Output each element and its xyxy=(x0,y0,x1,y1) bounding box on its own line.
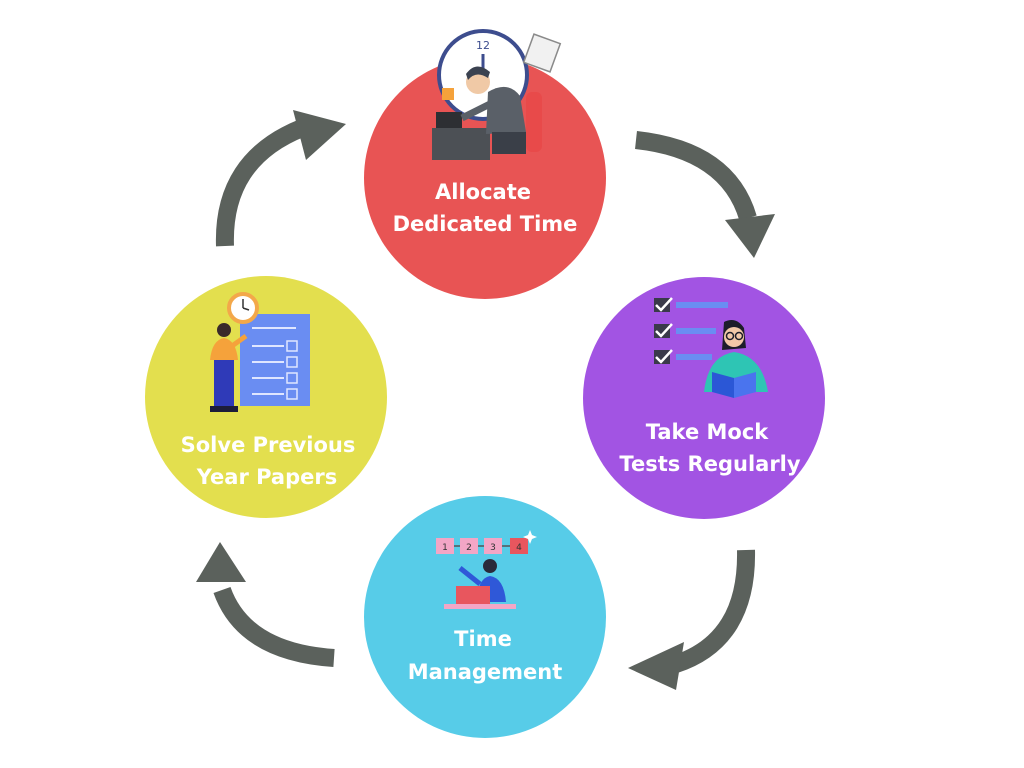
step-time-management-circle xyxy=(364,496,606,738)
step-allocate-circle xyxy=(364,57,606,299)
step-allocate-line1: Allocate xyxy=(435,180,531,204)
timeline-laptop-icon: 1 2 3 4 xyxy=(436,530,537,609)
clipboard-clock-icon xyxy=(210,292,310,412)
timeline-step-1: 1 xyxy=(442,543,448,553)
timeline-step-3: 3 xyxy=(490,543,496,553)
step-allocate-line2: Dedicated Time xyxy=(393,212,578,236)
person-at-desk-clock-icon: 12 xyxy=(432,29,562,160)
step-previous-papers-line1: Solve Previous xyxy=(181,433,356,457)
clock-number: 12 xyxy=(476,39,490,52)
arrow-top-right xyxy=(634,131,775,258)
step-mock-circle xyxy=(583,277,825,519)
step-mock: Take Mock Tests Regularly xyxy=(583,277,825,519)
checklist-reader-icon xyxy=(654,297,768,398)
step-time-management: 1 2 3 4 Time Management xyxy=(364,496,606,738)
arrow-top-left xyxy=(215,110,346,247)
step-time-management-line2: Management xyxy=(408,660,563,684)
arrow-bottom-left xyxy=(196,542,335,667)
step-previous-papers: Solve Previous Year Papers xyxy=(145,276,387,518)
step-time-management-line1: Time xyxy=(454,627,512,651)
step-allocate: 12 Allocate Dedicated Time xyxy=(364,29,606,299)
step-mock-line2: Tests Regularly xyxy=(619,452,800,476)
arrow-bottom-right xyxy=(628,549,756,690)
timeline-step-4: 4 xyxy=(516,543,522,553)
timeline-step-2: 2 xyxy=(466,543,472,553)
step-previous-papers-line2: Year Papers xyxy=(196,465,338,489)
step-mock-line1: Take Mock xyxy=(646,420,770,444)
